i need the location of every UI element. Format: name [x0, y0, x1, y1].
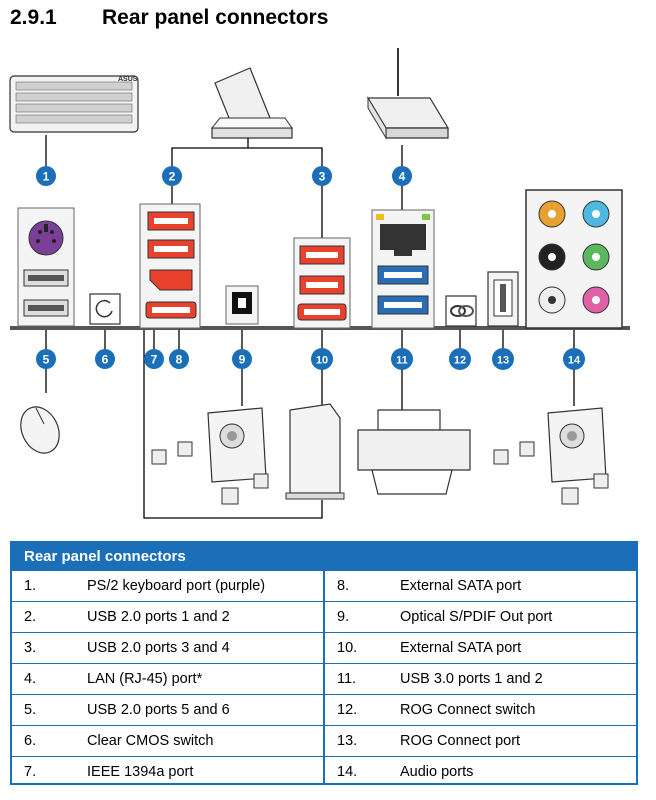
- table-row: 5. USB 2.0 ports 5 and 6: [12, 695, 323, 726]
- callout-12: 12: [449, 348, 471, 370]
- callout-11-label: 11: [396, 355, 408, 367]
- row-description: USB 2.0 ports 3 and 4: [87, 640, 230, 656]
- usb2-esata-block: [293, 237, 351, 329]
- callout-5: 5: [36, 349, 56, 369]
- callout-10-label: 10: [316, 355, 328, 367]
- callout-1: 1: [36, 166, 56, 186]
- callout-12-label: 12: [454, 355, 466, 367]
- callout-9: 9: [232, 349, 252, 369]
- usb2-1394-esata-block: [139, 203, 201, 329]
- row-number: 12.: [337, 702, 358, 718]
- row-number: 7.: [24, 764, 37, 780]
- callout-14: 14: [563, 348, 585, 370]
- row-description: ROG Connect port: [400, 733, 521, 749]
- callout-14-label: 14: [568, 355, 581, 367]
- callout-11: 11: [391, 348, 413, 370]
- table-row: 4. LAN (RJ-45) port*: [12, 664, 323, 695]
- callout-6-label: 6: [102, 353, 109, 367]
- external-drive-icon: [285, 403, 345, 500]
- table-title: Rear panel connectors: [12, 543, 636, 571]
- mouse-icon: [20, 406, 60, 454]
- keyboard-icon: ASUS: [9, 75, 139, 133]
- row-description: IEEE 1394a port: [87, 764, 194, 780]
- callout-13-label: 13: [497, 355, 509, 367]
- callout-7: 7: [144, 349, 164, 369]
- callout-3: 3: [312, 166, 332, 186]
- row-description: USB 3.0 ports 1 and 2: [400, 671, 543, 687]
- table-row: 8. External SATA port: [325, 571, 636, 602]
- row-number: 5.: [24, 702, 37, 718]
- callout-6: 6: [95, 349, 115, 369]
- row-number: 11.: [337, 671, 357, 687]
- row-description: Optical S/PDIF Out port: [400, 609, 553, 625]
- table-row: 10. External SATA port: [325, 633, 636, 664]
- table-row: 6. Clear CMOS switch: [12, 726, 323, 757]
- table-row: 2. USB 2.0 ports 1 and 2: [12, 602, 323, 633]
- table-row: 14. Audio ports: [325, 757, 636, 787]
- row-description: USB 2.0 ports 5 and 6: [87, 702, 230, 718]
- lan-usb3-block: [371, 209, 435, 329]
- section-heading: 2.9.1 Rear panel connectors: [10, 6, 328, 34]
- callout-2: 2: [162, 166, 182, 186]
- table-row: 11. USB 3.0 ports 1 and 2: [325, 664, 636, 695]
- row-number: 2.: [24, 609, 37, 625]
- table-row: 9. Optical S/PDIF Out port: [325, 602, 636, 633]
- table-row: 1. PS/2 keyboard port (purple): [12, 571, 323, 602]
- row-description: PS/2 keyboard port (purple): [87, 578, 266, 594]
- row-description: External SATA port: [400, 640, 522, 656]
- row-number: 13.: [337, 733, 358, 749]
- callout-9-label: 9: [239, 353, 246, 367]
- callout-5-label: 5: [43, 353, 50, 367]
- brand-logo-text: ASUS: [118, 76, 138, 83]
- table-row: 7. IEEE 1394a port: [12, 757, 323, 787]
- rog-connect-port: [487, 271, 519, 327]
- row-description: USB 2.0 ports 1 and 2: [87, 609, 230, 625]
- row-description: External SATA port: [400, 578, 522, 594]
- printer-icon: [357, 409, 471, 495]
- router-icon: [366, 48, 450, 140]
- callout-3-label: 3: [319, 170, 326, 184]
- table-row: 13. ROG Connect port: [325, 726, 636, 757]
- callout-4-label: 4: [399, 170, 406, 184]
- callout-2-label: 2: [169, 170, 176, 184]
- section-number: 2.9.1: [10, 6, 57, 29]
- row-description: ROG Connect switch: [400, 702, 536, 718]
- section-title: Rear panel connectors: [102, 6, 329, 29]
- connectors-table: Rear panel connectors 1. PS/2 keyboard po…: [10, 541, 638, 785]
- ps2-usb-block: [17, 207, 75, 327]
- row-number: 10.: [337, 640, 358, 656]
- row-number: 3.: [24, 640, 37, 656]
- audio-ports: [525, 189, 623, 329]
- row-number: 14.: [337, 764, 358, 780]
- table-row: 12. ROG Connect switch: [325, 695, 636, 726]
- rear-panel-diagram: ASUS: [9, 48, 630, 519]
- row-number: 9.: [337, 609, 350, 625]
- table-right-column: 8. External SATA port 9. Optical S/PDIF Ou…: [323, 571, 636, 783]
- table-row: 3. USB 2.0 ports 3 and 4: [12, 633, 323, 664]
- usb-hub-icon: [210, 67, 293, 139]
- callout-4: 4: [392, 166, 412, 186]
- rog-connect-switch: [445, 295, 477, 327]
- callout-13: 13: [492, 348, 514, 370]
- table-left-column: 1. PS/2 keyboard port (purple) 2. USB 2.0 …: [12, 571, 323, 783]
- row-number: 8.: [337, 578, 350, 594]
- callout-7-label: 7: [151, 353, 158, 367]
- row-number: 1.: [24, 578, 37, 594]
- row-number: 6.: [24, 733, 37, 749]
- row-description: Clear CMOS switch: [87, 733, 214, 749]
- clear-cmos-switch: [89, 293, 121, 325]
- row-description: Audio ports: [400, 764, 474, 780]
- row-number: 4.: [24, 671, 37, 687]
- optical-spdif-port: [225, 285, 259, 325]
- speakers-icon: [151, 407, 269, 505]
- callout-10: 10: [311, 348, 333, 370]
- speakers-icon-2: [493, 407, 609, 505]
- callout-8-label: 8: [176, 353, 183, 367]
- callout-1-label: 1: [43, 170, 50, 184]
- row-description: LAN (RJ-45) port*: [87, 671, 203, 687]
- callout-8: 8: [169, 349, 189, 369]
